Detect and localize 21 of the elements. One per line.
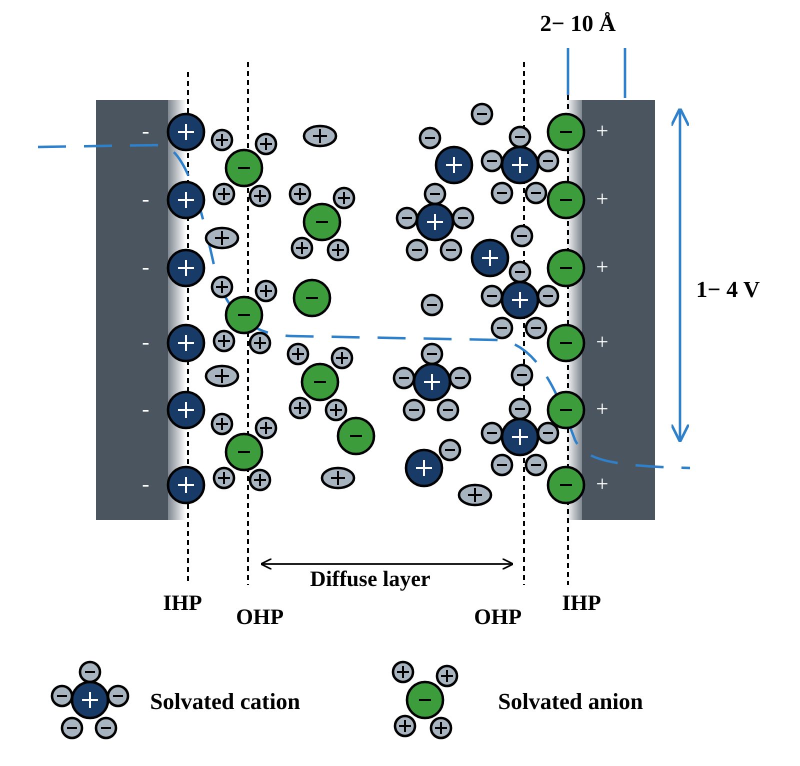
legend-text: Solvated anion: [498, 690, 644, 713]
region-label: IHP: [562, 592, 602, 614]
charge-sign: -: [142, 473, 150, 495]
dimension-label: 2− 10 Å: [540, 12, 616, 35]
charge-sign: -: [142, 398, 150, 420]
dimension-label: 1− 4 V: [696, 278, 760, 301]
legend-text: Solvated cation: [150, 690, 300, 713]
region-label: IHP: [163, 592, 202, 614]
charge-sign: -: [142, 188, 150, 210]
charge-sign: +: [596, 473, 608, 495]
region-label: Diffuse layer: [310, 568, 430, 590]
charge-sign: +: [596, 256, 608, 278]
charge-sign: -: [142, 331, 150, 353]
charge-sign: -: [142, 256, 150, 278]
region-label: OHP: [236, 606, 284, 628]
charge-sign: +: [596, 120, 608, 142]
charge-sign: +: [596, 331, 608, 353]
region-label: OHP: [474, 606, 522, 628]
charge-sign: +: [596, 188, 608, 210]
charge-sign: -: [142, 120, 150, 142]
charge-sign: +: [596, 398, 608, 420]
